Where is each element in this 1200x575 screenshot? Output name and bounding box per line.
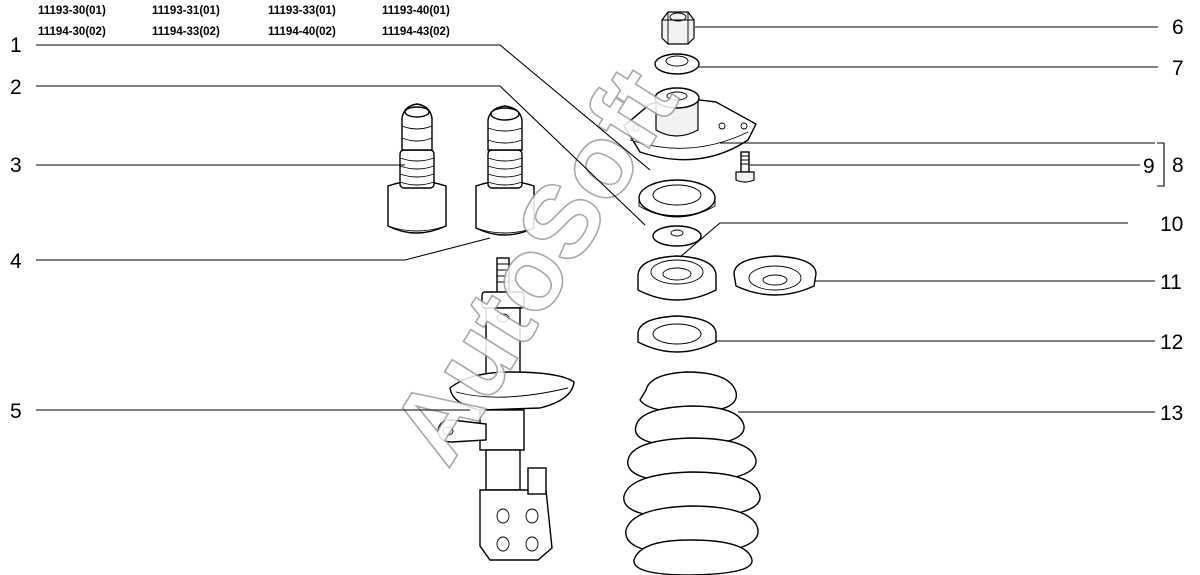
code-5: 11194-30(02) (38, 26, 106, 38)
callout-2: 2 (10, 76, 22, 99)
callout-1: 1 (10, 34, 22, 57)
callout-10: 10 (1160, 213, 1183, 236)
code-3: 11193-33(01) (268, 5, 336, 17)
nut (661, 11, 695, 45)
bump-stop-right (475, 105, 535, 236)
callout-8: 8 (1172, 154, 1184, 177)
leader-lines (36, 26, 1165, 413)
bump-stop-left (387, 103, 447, 234)
spring-seat-right (733, 255, 817, 296)
callout-4: 4 (10, 250, 22, 273)
callout-5: 5 (10, 400, 22, 423)
callout-3: 3 (10, 154, 22, 177)
code-7: 11194-40(02) (268, 26, 336, 38)
bolt (735, 151, 755, 183)
bearing-ring (638, 179, 716, 218)
callout-numbers: 1 2 3 4 5 6 7 8 9 10 11 12 13 (10, 16, 1184, 425)
header-codes: 11193-30(01) 11193-31(01) 11193-33(01) 1… (38, 5, 450, 38)
code-1: 11193-30(01) (38, 5, 106, 17)
code-4: 11193-40(01) (382, 5, 450, 17)
washer (654, 53, 700, 75)
code-8: 11194-43(02) (382, 26, 450, 38)
callout-6: 6 (1172, 16, 1184, 39)
callout-11: 11 (1160, 271, 1182, 294)
upper-mount (623, 87, 757, 161)
small-washer (652, 225, 702, 247)
callout-7: 7 (1172, 57, 1184, 80)
coil-spring (623, 371, 761, 575)
code-2: 11193-31(01) (152, 5, 220, 17)
strut-assembly (437, 257, 575, 561)
callout-9: 9 (1143, 155, 1155, 178)
code-6: 11194-33(02) (152, 26, 220, 38)
spring-seat-left (637, 255, 717, 301)
spring-isolator (637, 315, 717, 353)
callout-13: 13 (1160, 402, 1183, 425)
callout-12: 12 (1160, 331, 1183, 354)
